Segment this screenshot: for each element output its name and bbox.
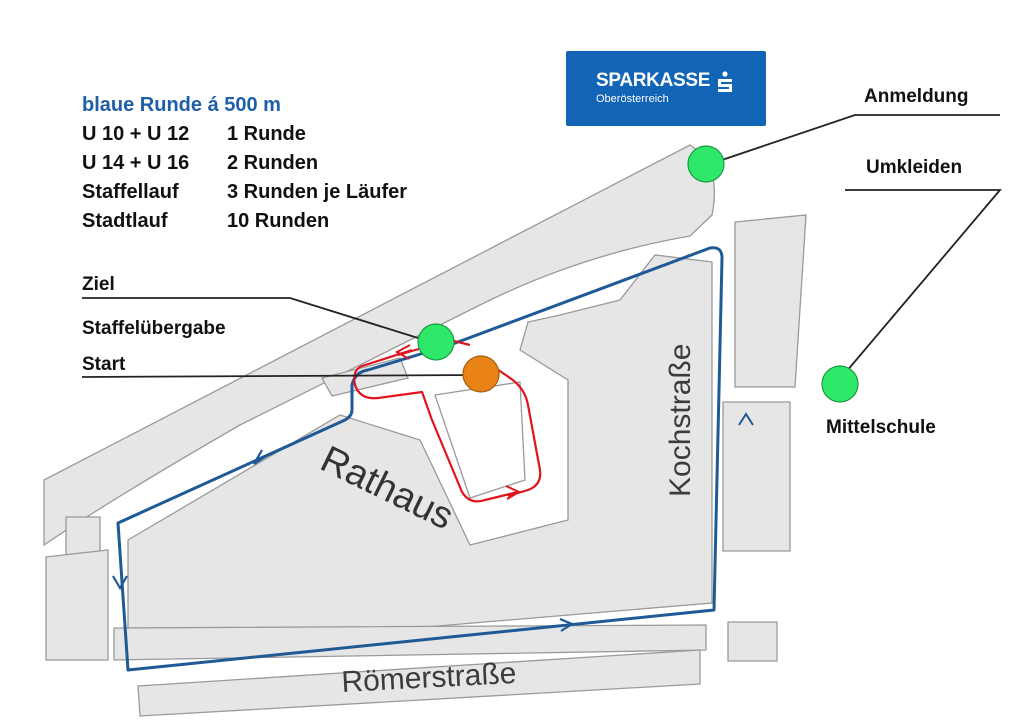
legend-row: Staffellauf 3 Runden je Läufer (82, 178, 407, 207)
blue-route (116, 246, 724, 672)
legend-category: U 10 + U 12 (82, 123, 190, 145)
legend-category: Stadtlauf (82, 210, 168, 232)
finish-relay-marker (417, 323, 455, 361)
blue-route-arrow-icon (112, 575, 128, 591)
blue-route-arrow-icon (559, 617, 575, 632)
label-umkleiden: Umkleiden (866, 157, 962, 178)
leader-anmeldung (721, 114, 1000, 161)
legend-row: U 10 + U 12 1 Runde (82, 120, 407, 149)
sparkasse-logo: SPARKASSE Oberösterreich (566, 51, 766, 126)
leader-umkleiden (845, 189, 1002, 373)
legend-category: Staffellauf (82, 181, 179, 203)
block-east-upper (734, 214, 807, 388)
rathaus-courtyard (434, 381, 526, 499)
legend-laps: 10 Runden (227, 210, 330, 232)
logo-subtitle: Oberösterreich (596, 93, 669, 105)
leader-start (81, 374, 479, 378)
block-east-small (727, 621, 778, 662)
red-route-arrow-icon (394, 344, 411, 360)
one-way-arrow-icon (738, 412, 754, 426)
legend-laps: 1 Runde (227, 123, 306, 145)
block-north-strip (43, 144, 715, 547)
block-rathaus-main (127, 254, 713, 653)
street-label-kochstrasse: Kochstraße (664, 344, 697, 497)
label-staffeluebergabe: Staffelübergabe (82, 318, 226, 339)
lap-legend: blaue Runde á 500 m U 10 + U 12 1 Runde … (82, 91, 407, 236)
label-anmeldung: Anmeldung (864, 86, 969, 107)
legend-row: Stadtlauf 10 Runden (82, 207, 407, 236)
red-inner-route (477, 355, 542, 498)
legend-laps: 3 Runden je Läufer (227, 181, 408, 203)
blue-route-arrow-icon (253, 449, 269, 465)
legend-title: blaue Runde á 500 m (82, 94, 281, 116)
block-roemerstrasse-strip (137, 649, 701, 717)
block-plaza-left (321, 357, 409, 397)
school-marker (821, 365, 859, 403)
red-route-arrow-icon (505, 485, 522, 500)
leader-ziel (82, 297, 419, 339)
label-mittelschule: Mittelschule (826, 417, 936, 438)
start-marker (462, 355, 500, 393)
legend-row: U 14 + U 16 2 Runden (82, 149, 407, 178)
label-ziel: Ziel (82, 274, 115, 295)
label-start: Start (82, 354, 126, 375)
block-southwest-edge (45, 549, 109, 661)
legend-laps: 2 Runden (227, 152, 319, 174)
logo-name: SPARKASSE (596, 70, 711, 91)
red-start-route (353, 348, 519, 503)
block-east-lower (722, 401, 791, 552)
registration-marker (687, 145, 725, 183)
legend-category: U 14 + U 16 (82, 152, 190, 174)
sparkasse-s-icon (718, 71, 732, 92)
